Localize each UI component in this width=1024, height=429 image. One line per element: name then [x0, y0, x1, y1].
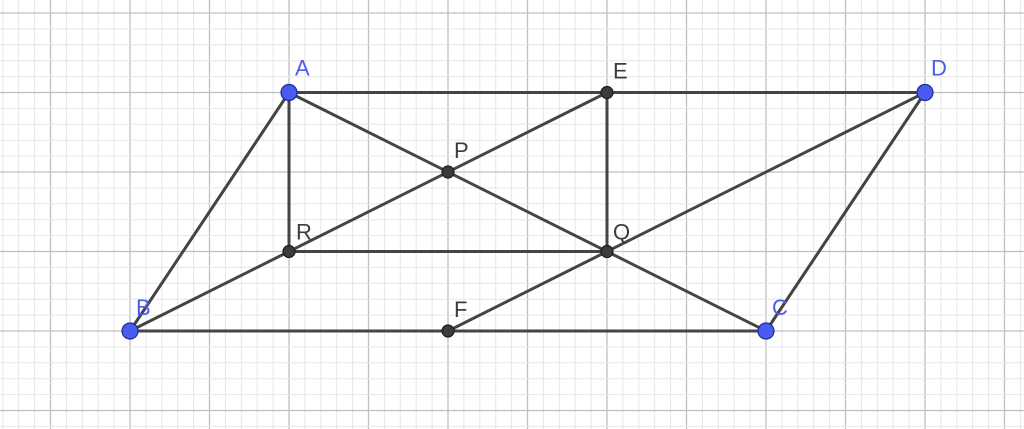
point-A[interactable] [280, 83, 298, 102]
point-label-E: E [613, 59, 628, 84]
segment-AC[interactable] [287, 91, 768, 333]
segment-DC[interactable] [764, 91, 927, 333]
point-label-B: B [136, 295, 151, 320]
segment-FD[interactable] [446, 91, 927, 333]
point-label-C: C [772, 295, 788, 320]
point-label-A: A [295, 56, 310, 81]
point-R[interactable] [282, 244, 296, 259]
point-label-R: R [296, 220, 312, 245]
point-labels: A B C D E F P Q R [136, 56, 947, 323]
points [121, 83, 934, 340]
point-F[interactable] [441, 324, 455, 338]
point-E[interactable] [600, 85, 614, 100]
point-C[interactable] [757, 322, 775, 340]
point-B[interactable] [121, 322, 139, 340]
segment-BE[interactable] [128, 91, 609, 333]
point-label-F: F [454, 297, 467, 322]
point-label-D: D [931, 56, 947, 81]
point-P[interactable] [441, 165, 455, 179]
point-label-P: P [454, 138, 469, 163]
point-label-Q: Q [613, 220, 630, 245]
point-D[interactable] [916, 83, 934, 102]
segment-AB[interactable] [128, 91, 291, 333]
point-Q[interactable] [600, 244, 614, 259]
